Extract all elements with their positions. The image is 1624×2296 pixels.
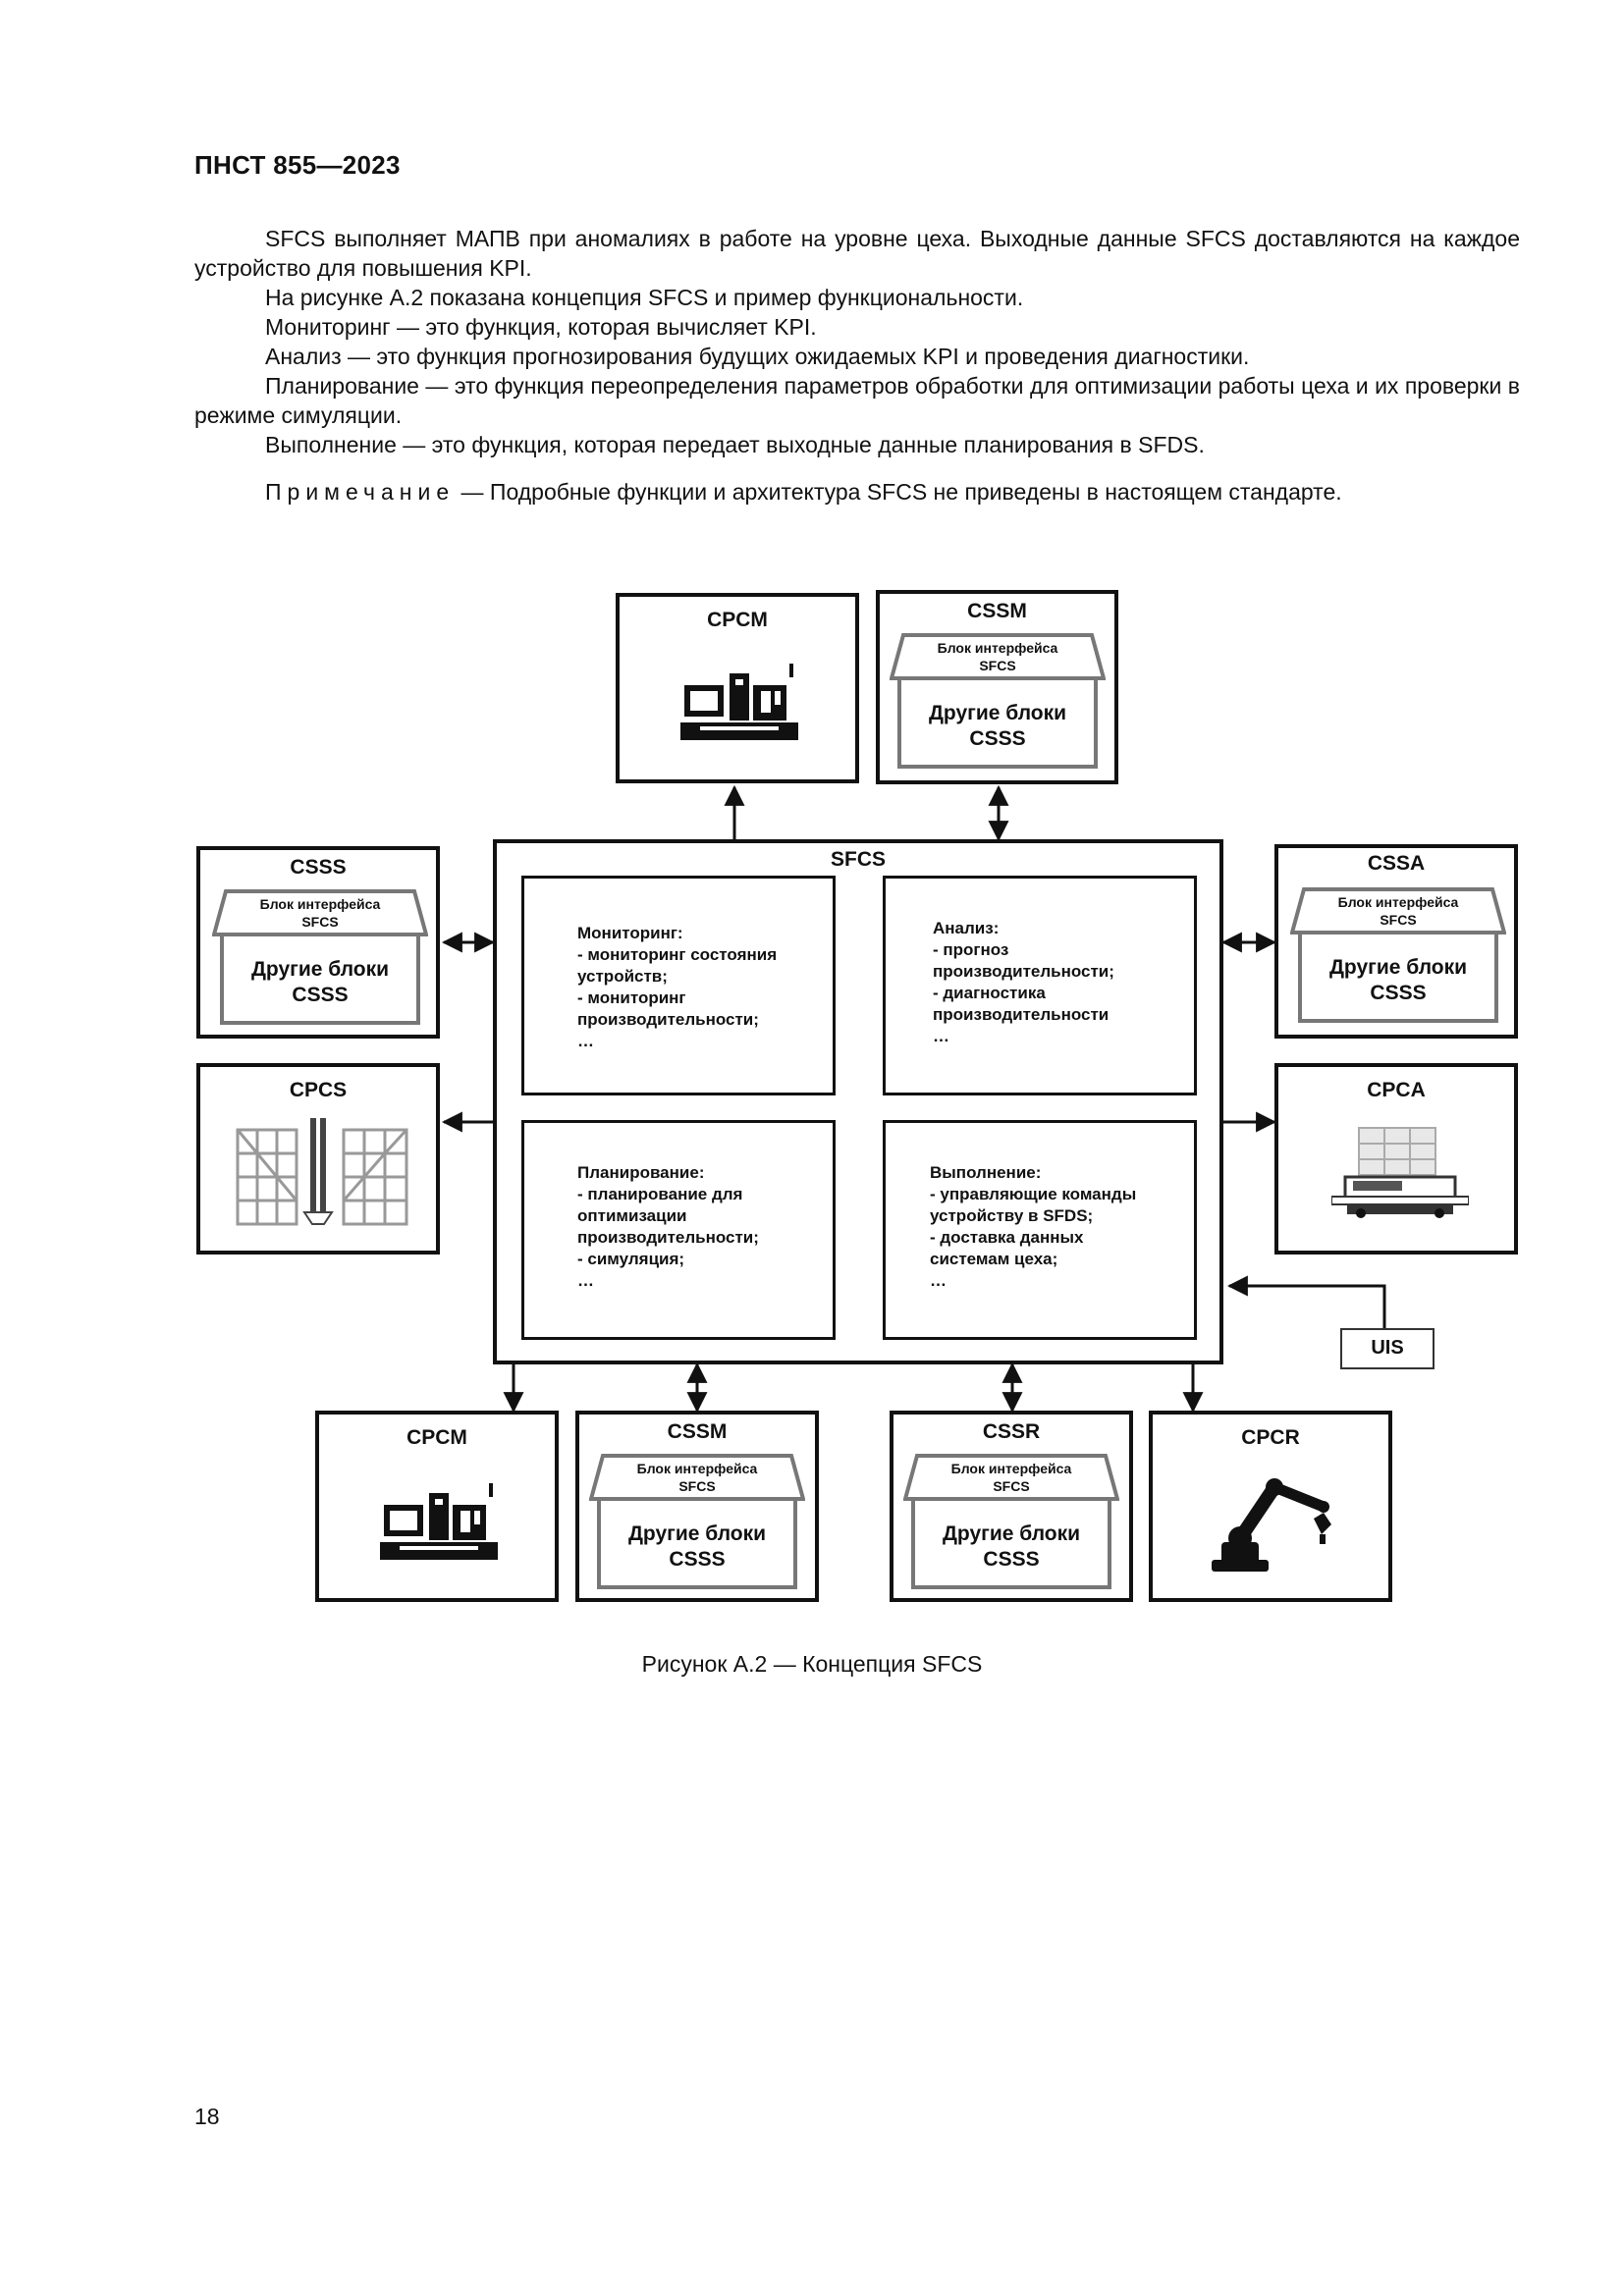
interface-label-1: Блок интерфейса (260, 896, 381, 912)
box-title: CSSS (200, 856, 436, 880)
cssa-box: CSSA Блок интерфейса SFCS Другие блоки C… (1274, 844, 1518, 1039)
other-blocks-label-1: Другие блоки (251, 958, 389, 981)
box-title: CPCA (1278, 1079, 1514, 1102)
analysis-block: Анализ: - прогноз производительности; - … (883, 876, 1197, 1095)
interface-label-2: SFCS (301, 914, 338, 930)
page-number: 18 (194, 2104, 220, 2130)
other-blocks-label-2: CSSS (669, 1548, 725, 1571)
sfcs-main-box: SFCS Мониторинг: - мониторинг состояния … (493, 839, 1223, 1364)
cssr-box: CSSR Блок интерфейса SFCS Другие блоки C… (890, 1411, 1133, 1602)
box-title: CPCM (319, 1426, 555, 1450)
interface-label-1: Блок интерфейса (951, 1461, 1072, 1476)
execution-text: Выполнение: - управляющие команды устрой… (930, 1162, 1136, 1292)
interface-label-2: SFCS (979, 658, 1015, 673)
interface-label-1: Блок интерфейса (637, 1461, 758, 1476)
planning-block: Планирование: - планирование для оптимиз… (521, 1120, 836, 1340)
interface-label-2: SFCS (993, 1478, 1029, 1494)
cpcm-top-box: CPCM (616, 593, 859, 783)
monitoring-text: Мониторинг: - мониторинг состояния устро… (577, 923, 777, 1052)
box-title: CPCS (200, 1079, 436, 1102)
box-title: CSSA (1278, 852, 1514, 876)
cpcm-bottom-box: CPCM (315, 1411, 559, 1602)
csss-left-box: CSSS Блок интерфейса SFCS Другие блоки C… (196, 846, 440, 1039)
agv-pallet-icon (1331, 1122, 1469, 1225)
robot-arm-icon (1204, 1473, 1351, 1586)
box-title: CSSM (579, 1420, 815, 1444)
interface-block-diagram: Блок интерфейса SFCS Другие блоки CSSS (1290, 883, 1506, 1031)
box-title: CSSR (893, 1420, 1129, 1444)
box-title: CSSM (880, 600, 1114, 623)
uis-box: UIS (1340, 1328, 1435, 1369)
other-blocks-label-1: Другие блоки (943, 1522, 1080, 1545)
cpcr-box: CPCR (1149, 1411, 1392, 1602)
interface-block-diagram: Блок интерфейса SFCS Другие блоки CSSS (589, 1450, 805, 1597)
other-blocks-label-2: CSSS (969, 727, 1025, 750)
interface-label-1: Блок интерфейса (938, 640, 1058, 656)
interface-label-2: SFCS (678, 1478, 715, 1494)
interface-block-diagram: Блок интерфейса SFCS Другие блоки CSSS (890, 629, 1106, 776)
cpcs-box: CPCS (196, 1063, 440, 1255)
figure-caption: Рисунок А.2 — Концепция SFCS (0, 1651, 1624, 1678)
other-blocks-label-2: CSSS (983, 1548, 1039, 1571)
cpca-box: CPCA (1274, 1063, 1518, 1255)
interface-label-1: Блок интерфейса (1338, 894, 1459, 910)
other-blocks-label-1: Другие блоки (1329, 956, 1467, 979)
interface-block-diagram: Блок интерфейса SFCS Другие блоки CSSS (903, 1450, 1119, 1597)
other-blocks-label-2: CSSS (292, 984, 348, 1006)
other-blocks-label-2: CSSS (1370, 982, 1426, 1004)
execution-block: Выполнение: - управляющие команды устрой… (883, 1120, 1197, 1340)
monitoring-block: Мониторинг: - мониторинг состояния устро… (521, 876, 836, 1095)
cnc-machine-icon (680, 656, 798, 749)
cnc-machine-icon (380, 1475, 498, 1569)
cssm-bottom-box: CSSM Блок интерфейса SFCS Другие блоки C… (575, 1411, 819, 1602)
planning-text: Планирование: - планирование для оптимиз… (577, 1162, 759, 1292)
box-title: CPCR (1153, 1426, 1388, 1450)
interface-label-2: SFCS (1380, 912, 1416, 928)
other-blocks-label-1: Другие блоки (929, 702, 1066, 724)
sfcs-title: SFCS (497, 848, 1219, 872)
interface-block-diagram: Блок интерфейса SFCS Другие блоки CSSS (212, 885, 428, 1033)
box-title: CPCM (620, 609, 855, 632)
cssm-top-box: CSSM Блок интерфейса SFCS Другие блоки C… (876, 590, 1118, 784)
storage-rack-icon (236, 1118, 408, 1233)
analysis-text: Анализ: - прогноз производительности; - … (933, 918, 1114, 1047)
other-blocks-label-1: Другие блоки (628, 1522, 766, 1545)
